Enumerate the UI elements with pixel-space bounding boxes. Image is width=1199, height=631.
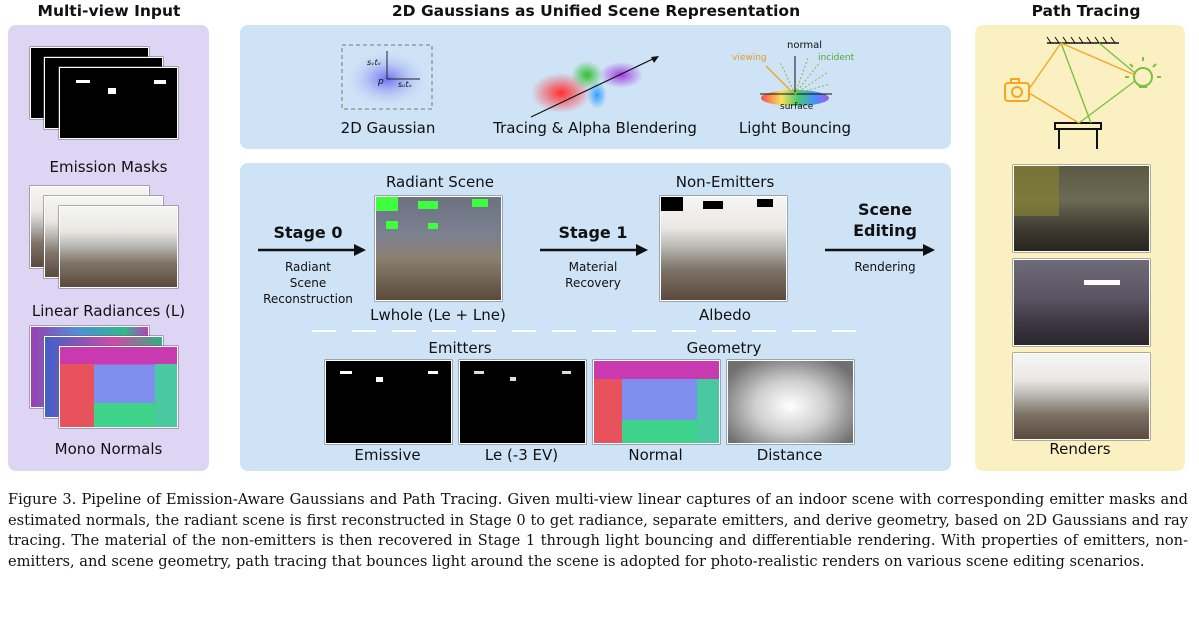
stage0-title: Stage 0 bbox=[273, 223, 343, 242]
stage0-desc-3: Reconstruction bbox=[263, 292, 353, 306]
label-normal-geometry: Normal bbox=[628, 446, 683, 464]
normal-image bbox=[593, 360, 720, 444]
path-tracing-panel: Renders bbox=[975, 25, 1185, 471]
distance-image bbox=[727, 360, 854, 444]
gaussian-su-label: sᵤtᵤ bbox=[398, 80, 412, 89]
label-emissive: Emissive bbox=[354, 446, 421, 464]
label-light-bouncing: Light Bouncing bbox=[738, 119, 852, 137]
stage1-desc-2: Recovery bbox=[565, 276, 621, 290]
label-normal: normal bbox=[787, 40, 823, 51]
scene-editing-title-1: Scene bbox=[857, 200, 913, 219]
radiant-scene-image bbox=[375, 196, 502, 301]
label-rendering: Rendering bbox=[854, 260, 916, 274]
light-bouncing-icon bbox=[760, 56, 832, 106]
light-bulb-icon bbox=[1125, 57, 1161, 88]
stage1-desc-1: Material bbox=[568, 260, 618, 274]
figure-caption: Figure 3. Pipeline of Emission-Aware Gau… bbox=[8, 491, 1188, 570]
non-emitters-image bbox=[660, 196, 787, 301]
label-emission-masks: Emission Masks bbox=[49, 158, 168, 176]
title-gaussians: 2D Gaussians as Unified Scene Representa… bbox=[391, 2, 801, 20]
gaussian-p-label: p bbox=[378, 77, 384, 87]
label-renders: Renders bbox=[1049, 440, 1111, 458]
radiance-front bbox=[59, 206, 178, 288]
title-path-tracing: Path Tracing bbox=[1031, 2, 1141, 20]
label-viewing: viewing bbox=[732, 53, 767, 63]
stage0-arrow bbox=[258, 244, 366, 256]
stage0-desc-2: Scene bbox=[289, 276, 327, 290]
label-geometry: Geometry bbox=[686, 339, 762, 357]
label-non-emitters: Non-Emitters bbox=[675, 173, 775, 191]
tracing-icon bbox=[530, 56, 659, 118]
pipeline-panel: Stage 0 Radiant Scene Reconstruction Rad… bbox=[240, 163, 951, 471]
gaussian-2d-icon bbox=[341, 44, 433, 110]
label-emitters: Emitters bbox=[428, 339, 492, 357]
title-multiview-input: Multi-view Input bbox=[37, 2, 181, 20]
render-1 bbox=[1013, 165, 1150, 252]
label-lwhole: Lwhole (Le + Lne) bbox=[370, 306, 506, 324]
stage1-arrow bbox=[540, 244, 648, 256]
stage0-desc-1: Radiant bbox=[284, 260, 332, 274]
label-linear-radiances: Linear Radiances (L) bbox=[31, 302, 186, 320]
label-2d-gaussian: 2D Gaussian bbox=[340, 119, 436, 137]
emissive-image bbox=[325, 360, 452, 444]
render-3 bbox=[1013, 353, 1150, 440]
emission-mask-front bbox=[59, 67, 178, 139]
label-le: Le (-3 EV) bbox=[484, 446, 559, 464]
scene-editing-arrow bbox=[825, 244, 935, 256]
label-incident: incident bbox=[818, 53, 855, 63]
gaussian-sv-label: sᵥtᵥ bbox=[367, 58, 381, 67]
label-mono-normals: Mono Normals bbox=[54, 440, 163, 458]
table-icon bbox=[1054, 122, 1102, 149]
label-tracing: Tracing & Alpha Blendering bbox=[493, 119, 697, 137]
label-surface: surface bbox=[780, 102, 814, 112]
label-albedo: Albedo bbox=[699, 306, 751, 324]
label-distance: Distance bbox=[756, 446, 823, 464]
scene-editing-title-2: Editing bbox=[853, 221, 917, 240]
representation-panel: sᵥtᵥ sᵤtᵤ p 2D Gaussian Tracing & Alpha … bbox=[240, 25, 951, 149]
normals-front bbox=[59, 346, 178, 428]
le-image bbox=[459, 360, 586, 444]
multiview-input-panel: Emission Masks Linear Radiances (L) Mono… bbox=[8, 25, 209, 471]
render-2 bbox=[1013, 259, 1150, 346]
camera-icon bbox=[1004, 78, 1030, 102]
label-radiant-scene: Radiant Scene bbox=[385, 173, 495, 191]
stage1-title: Stage 1 bbox=[558, 223, 628, 242]
path-tracing-diagram bbox=[1004, 36, 1161, 149]
